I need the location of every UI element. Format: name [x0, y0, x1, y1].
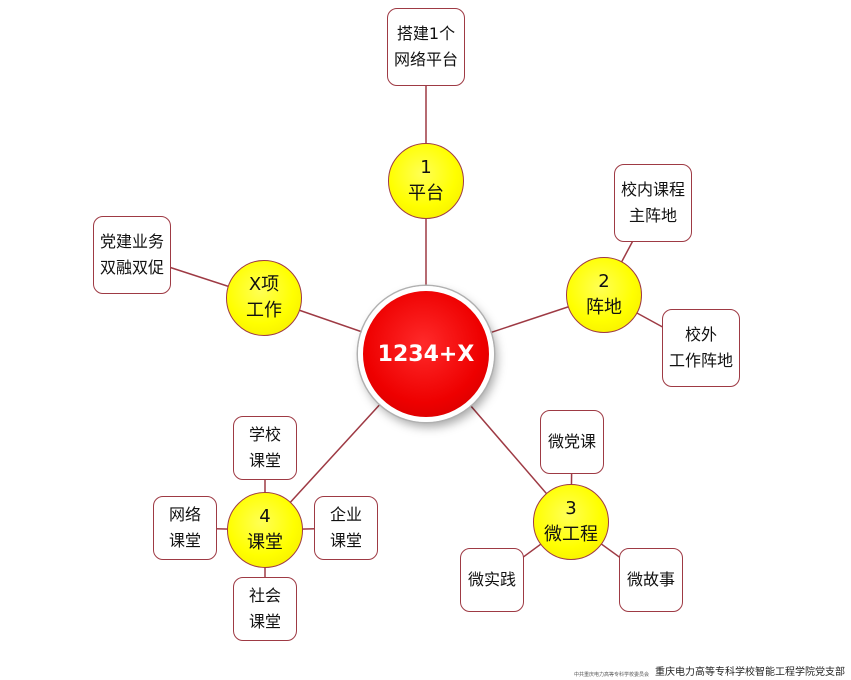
hub-position-line-2: 阵地 [586, 297, 622, 318]
leaf-network-platform: 搭建1个 网络平台 [387, 8, 465, 86]
leaf-campus-main-line-2: 主阵地 [628, 206, 677, 225]
hub-micro-project-line-1: 3 [565, 498, 577, 519]
hub-platform: 1 平台 [388, 143, 464, 219]
leaf-offcampus: 校外 工作阵地 [662, 309, 740, 387]
leaf-enterprise-class-line-2: 课堂 [329, 531, 362, 550]
hub-x-work-line-1: X项 [248, 274, 280, 295]
footer-text: 重庆电力高等专科学校智能工程学院党支部 [655, 667, 845, 678]
leaf-school-class-line-1: 学校 [248, 425, 281, 444]
hub-x-work-line-2: 工作 [246, 300, 282, 321]
leaf-network-class: 网络 课堂 [153, 496, 217, 560]
leaf-party-biz: 党建业务 双融双促 [93, 216, 171, 294]
leaf-society-class-line-2: 课堂 [248, 612, 281, 631]
center-node: 1234+X [358, 286, 494, 422]
leaf-micro-story: 微故事 [619, 548, 683, 612]
leaf-party-biz-line-2: 双融双促 [99, 258, 164, 277]
leaf-school-class-line-2: 课堂 [248, 451, 281, 470]
leaf-enterprise-class: 企业 课堂 [314, 496, 378, 560]
leaf-party-biz-line-1: 党建业务 [99, 232, 164, 251]
hub-position-line-1: 2 [598, 271, 610, 292]
hub-position: 2 阵地 [566, 257, 642, 333]
footer-small-text: 中共重庆电力高等专科学校委员会 [573, 672, 649, 678]
leaf-micro-practice: 微实践 [460, 548, 524, 612]
leaf-society-class-line-1: 社会 [248, 586, 281, 605]
leaf-society-class: 社会 课堂 [233, 577, 297, 641]
leaf-school-class: 学校 课堂 [233, 416, 297, 480]
hub-micro-project: 3 微工程 [533, 484, 609, 560]
leaf-micro-lesson: 微党课 [540, 410, 604, 474]
hub-micro-project-line-2: 微工程 [544, 524, 598, 545]
leaf-network-class-line-1: 网络 [168, 505, 201, 524]
leaf-network-platform-line-2: 网络平台 [393, 50, 458, 69]
leaf-network-platform-line-1: 搭建1个 [396, 24, 456, 43]
leaf-enterprise-class-line-1: 企业 [329, 505, 362, 524]
leaf-offcampus-line-2: 工作阵地 [668, 351, 733, 370]
leaf-micro-lesson-line-1: 微党课 [547, 432, 596, 451]
hub-classroom-line-2: 课堂 [247, 532, 283, 553]
leaf-campus-main: 校内课程 主阵地 [614, 164, 692, 242]
leaf-campus-main-line-1: 校内课程 [620, 180, 685, 199]
leaf-micro-practice-line-1: 微实践 [467, 570, 516, 589]
hub-platform-line-1: 1 [420, 157, 432, 178]
center-label: 1234+X [377, 341, 475, 367]
hub-x-work: X项 工作 [226, 260, 302, 336]
leaf-micro-story-line-1: 微故事 [626, 570, 675, 589]
footer-credit: 中共重庆电力高等专科学校委员会 重庆电力高等专科学校智能工程学院党支部 [574, 663, 845, 678]
hub-classroom: 4 课堂 [227, 492, 303, 568]
hub-platform-line-2: 平台 [408, 183, 444, 204]
leaf-network-class-line-2: 课堂 [168, 531, 201, 550]
leaf-offcampus-line-1: 校外 [684, 325, 717, 344]
hub-classroom-line-1: 4 [259, 506, 271, 527]
